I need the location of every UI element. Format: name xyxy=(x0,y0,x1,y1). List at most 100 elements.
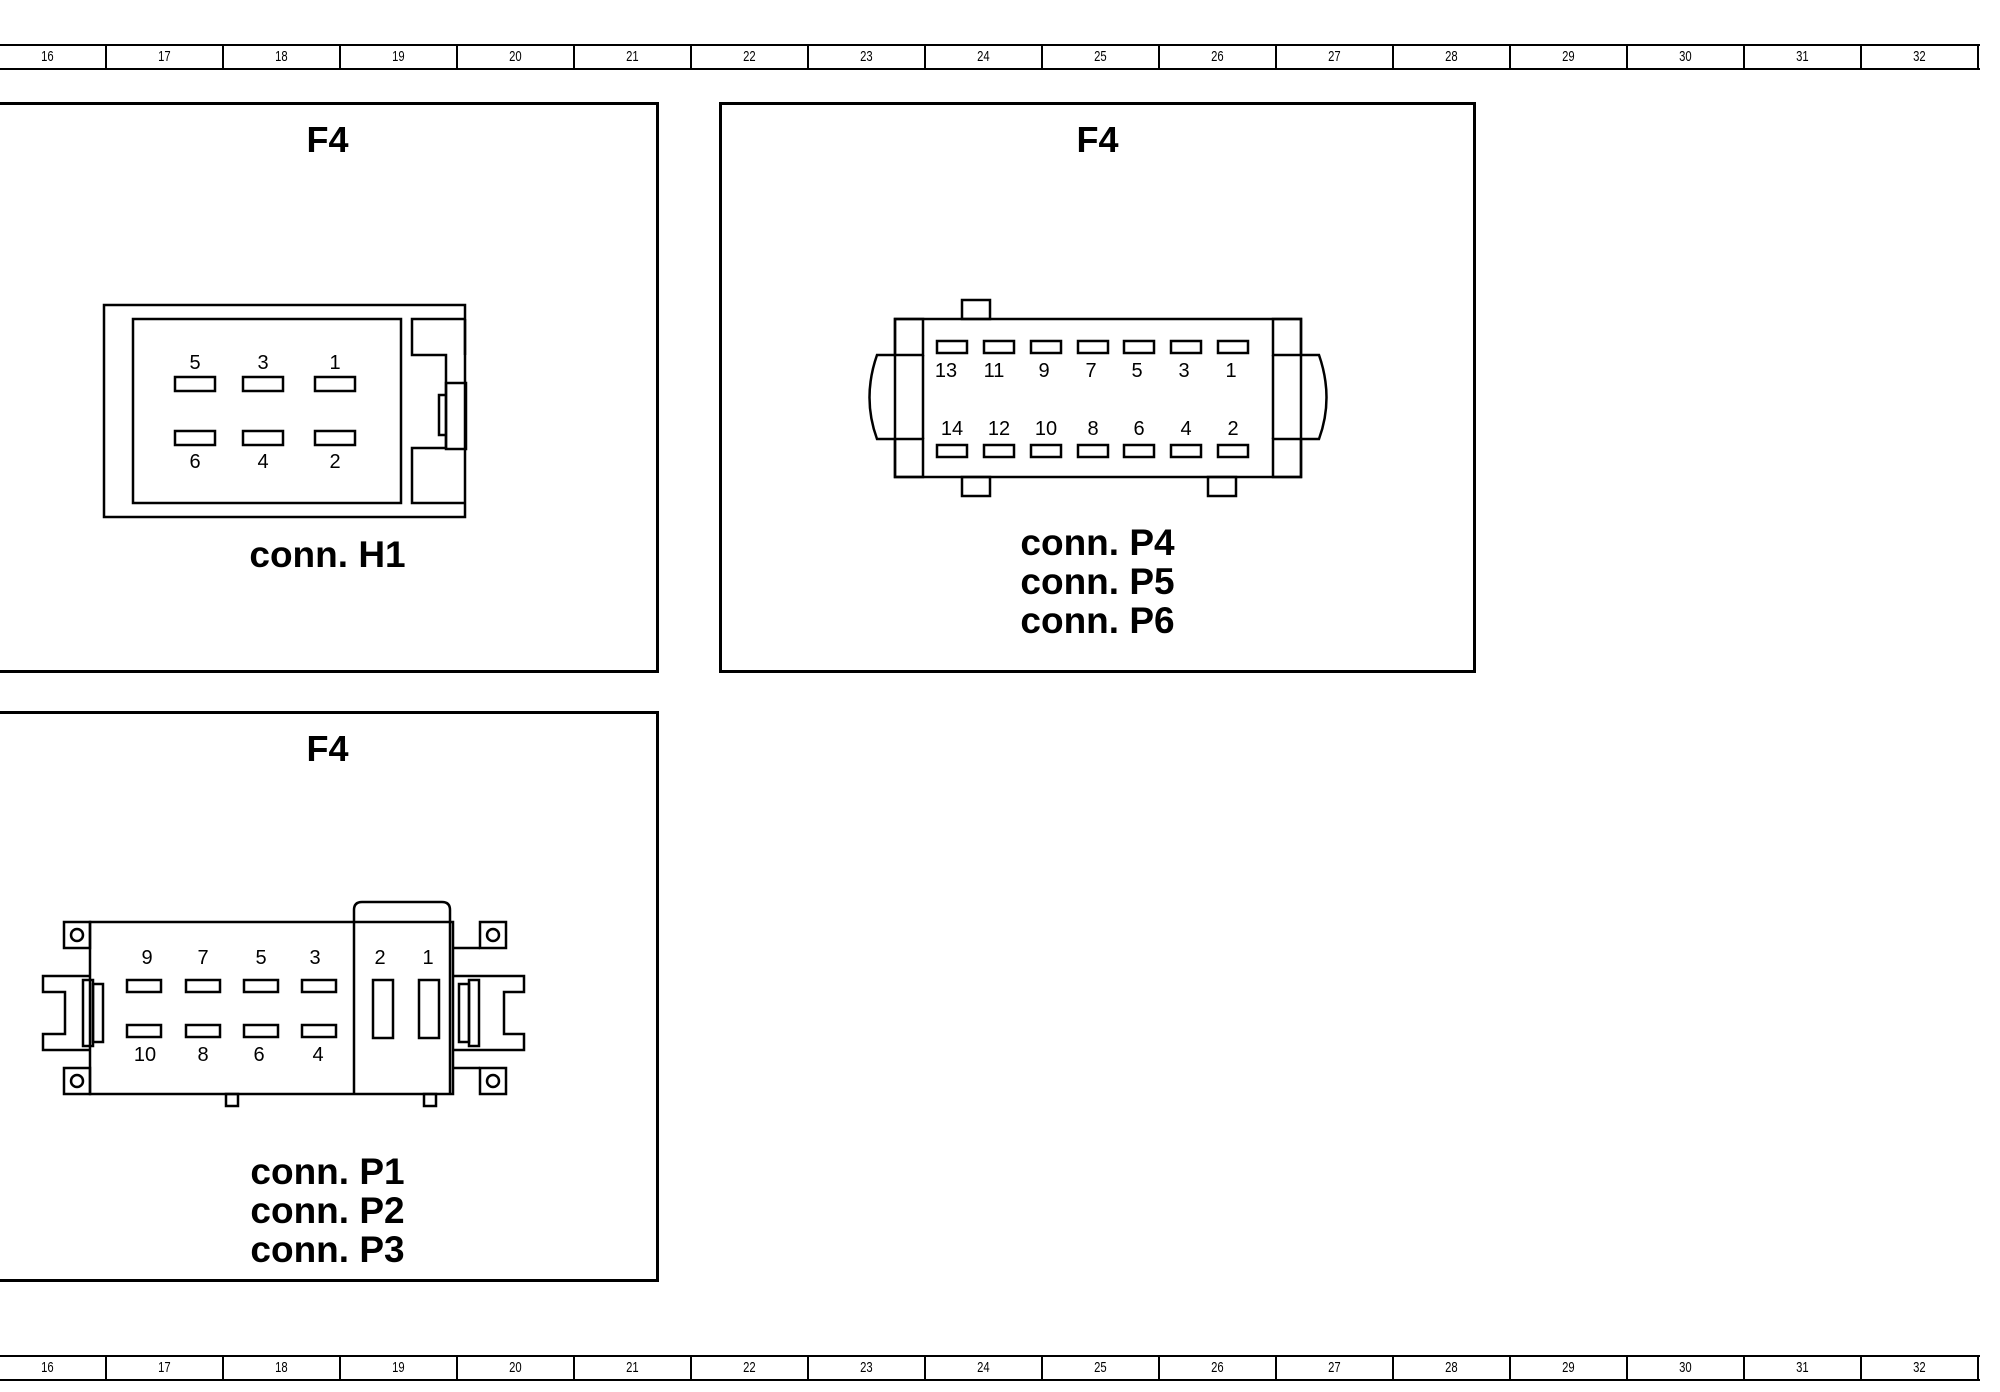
ruler-cell: 31 xyxy=(1745,1357,1862,1379)
ruler-cell: 29 xyxy=(1511,46,1628,68)
pin-number: 3 xyxy=(257,352,268,374)
ruler-label: 23 xyxy=(860,1359,873,1376)
pin-number: 2 xyxy=(1227,418,1238,440)
ruler-cell: 28 xyxy=(1394,46,1511,68)
ruler-label: 24 xyxy=(977,48,990,65)
ruler-label: 30 xyxy=(1679,48,1692,65)
connector-labels: conn. H1 xyxy=(0,535,656,574)
ruler-label: 16 xyxy=(41,48,54,65)
pin-number: 8 xyxy=(197,1044,208,1066)
ruler-label: 22 xyxy=(743,48,756,65)
ruler-cell: 29 xyxy=(1511,1357,1628,1379)
ruler-cell: 25 xyxy=(1043,1357,1160,1379)
ruler-cell: 31 xyxy=(1745,46,1862,68)
ruler-label: 22 xyxy=(743,1359,756,1376)
pin-number: 5 xyxy=(1131,360,1142,382)
ruler-label: 23 xyxy=(860,48,873,65)
ruler-cell: 28 xyxy=(1394,1357,1511,1379)
pin-number: 12 xyxy=(988,418,1010,440)
pin-number: 7 xyxy=(197,947,208,969)
connector-label: conn. H1 xyxy=(249,534,406,575)
ruler-cell: 26 xyxy=(1160,1357,1277,1379)
pin-number: 3 xyxy=(309,947,320,969)
pin-number: 13 xyxy=(935,360,957,382)
ruler-label: 32 xyxy=(1913,1359,1926,1376)
p1-pin-numbers: 9 7 5 3 10 8 6 4 2 1 xyxy=(134,947,434,1066)
ruler-label: 28 xyxy=(1445,1359,1458,1376)
ruler-label: 26 xyxy=(1211,1359,1224,1376)
ruler-cell: 30 xyxy=(1628,46,1745,68)
ruler-label: 21 xyxy=(626,1359,639,1376)
panel-connector-h1: F4 5 3 1 6 4 2 conn. xyxy=(0,102,659,673)
ruler-cell: 18 xyxy=(224,1357,341,1379)
ruler-cell: 19 xyxy=(341,46,458,68)
connector-p1-drawing: 9 7 5 3 10 8 6 4 2 1 xyxy=(41,900,526,1108)
ruler-cell: 20 xyxy=(458,46,575,68)
panel-connector-p4-p5-p6: F4 xyxy=(719,102,1476,673)
ruler-label: 31 xyxy=(1796,48,1809,65)
pin-number: 1 xyxy=(1225,360,1236,382)
ruler-cell: 22 xyxy=(692,46,809,68)
ruler-label: 17 xyxy=(158,1359,171,1376)
h1-pin-numbers: 5 3 1 6 4 2 xyxy=(189,352,340,473)
ruler-cell: 32 xyxy=(1862,1357,1979,1379)
ruler-cell: 26 xyxy=(1160,46,1277,68)
pin-number: 10 xyxy=(1035,418,1057,440)
pin-number: 4 xyxy=(257,451,268,473)
connector-labels: conn. P4 conn. P5 conn. P6 xyxy=(722,523,1473,640)
pin-number: 6 xyxy=(189,451,200,473)
pin-number: 3 xyxy=(1178,360,1189,382)
ruler-label: 30 xyxy=(1679,1359,1692,1376)
ruler-cell: 18 xyxy=(224,46,341,68)
ruler-cell: 27 xyxy=(1277,1357,1394,1379)
ruler-cell: 20 xyxy=(458,1357,575,1379)
pin-number: 4 xyxy=(1180,418,1191,440)
ruler-label: 18 xyxy=(275,48,288,65)
ruler-label: 32 xyxy=(1913,48,1926,65)
h1-pin-slots xyxy=(173,375,357,447)
ruler-cell: 17 xyxy=(107,46,224,68)
pin-number: 1 xyxy=(422,947,433,969)
ruler-label: 18 xyxy=(275,1359,288,1376)
p4-pin-slots xyxy=(935,339,1250,459)
ruler-cell: 17 xyxy=(107,1357,224,1379)
pin-number: 1 xyxy=(329,352,340,374)
ruler-cell: 22 xyxy=(692,1357,809,1379)
ruler-cell: 21 xyxy=(575,1357,692,1379)
ruler-label: 20 xyxy=(509,48,522,65)
ruler-label: 31 xyxy=(1796,1359,1809,1376)
ruler-label: 16 xyxy=(41,1359,54,1376)
p4-pin-numbers: 13 11 9 7 5 3 1 14 12 10 8 6 4 2 xyxy=(935,360,1239,440)
ruler-cell: 24 xyxy=(926,1357,1043,1379)
pin-number: 4 xyxy=(312,1044,323,1066)
ruler-cell: 19 xyxy=(341,1357,458,1379)
ruler-label: 19 xyxy=(392,1359,405,1376)
pin-number: 2 xyxy=(329,451,340,473)
connector-label: conn. P2 xyxy=(250,1190,405,1231)
ruler-label: 17 xyxy=(158,48,171,65)
connector-label: conn. P1 xyxy=(250,1151,405,1192)
ruler-label: 28 xyxy=(1445,48,1458,65)
pin-number: 5 xyxy=(255,947,266,969)
ruler-label: 24 xyxy=(977,1359,990,1376)
connector-label: conn. P5 xyxy=(1020,561,1175,602)
connector-labels: conn. P1 conn. P2 conn. P3 xyxy=(0,1152,656,1269)
ruler-cell: 30 xyxy=(1628,1357,1745,1379)
ruler-label: 21 xyxy=(626,48,639,65)
ruler-cell: 16 xyxy=(0,46,107,68)
ruler-label: 27 xyxy=(1328,1359,1341,1376)
connector-label: conn. P3 xyxy=(250,1229,405,1270)
ruler-cell: 16 xyxy=(0,1357,107,1379)
connector-label: conn. P6 xyxy=(1020,600,1175,641)
ruler-label: 27 xyxy=(1328,48,1341,65)
ruler-cell: 27 xyxy=(1277,46,1394,68)
pin-number: 2 xyxy=(374,947,385,969)
pin-number: 8 xyxy=(1087,418,1098,440)
ruler-label: 20 xyxy=(509,1359,522,1376)
ruler-label: 25 xyxy=(1094,1359,1107,1376)
ruler-cell: 21 xyxy=(575,46,692,68)
ruler-label: 29 xyxy=(1562,48,1575,65)
ruler-label: 19 xyxy=(392,48,405,65)
ruler-cell: 24 xyxy=(926,46,1043,68)
